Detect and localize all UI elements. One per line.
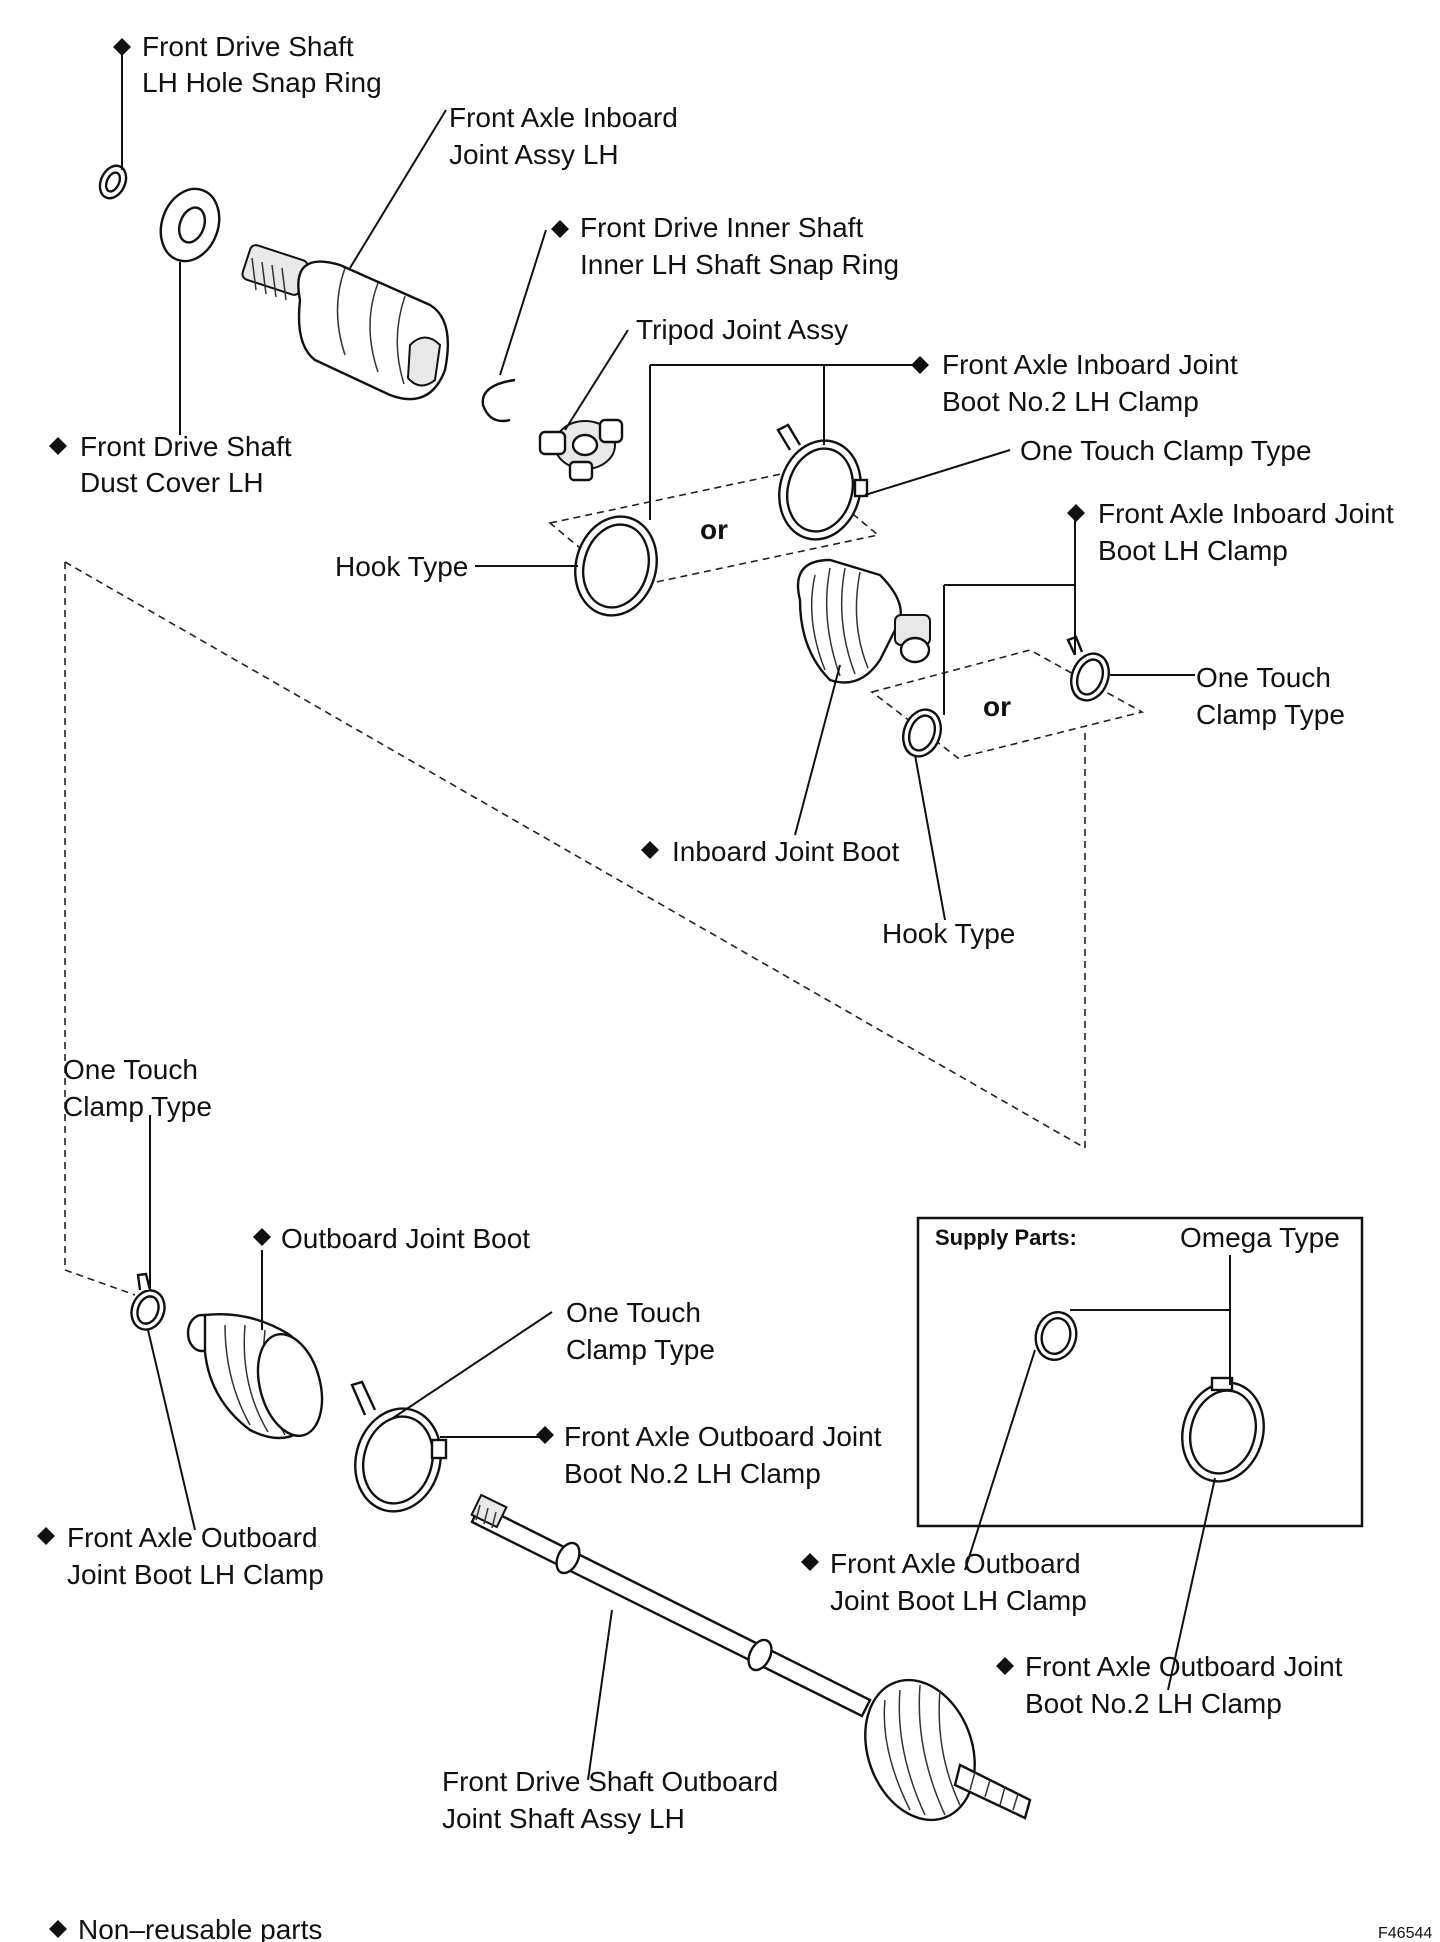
- label-omega-type: Omega Type: [1180, 1222, 1340, 1253]
- one-touch-clamp-outboard: [130, 1272, 166, 1331]
- label-outboard-boot: Outboard Joint Boot: [281, 1223, 530, 1254]
- label-one-touch-1: One Touch Clamp Type: [1020, 435, 1312, 466]
- diamond-icon: [37, 38, 1085, 1938]
- label-inboard-boot: Inboard Joint Boot: [672, 836, 899, 867]
- hole-snap-ring: [98, 164, 128, 200]
- one-touch-clamp-inboard: [1066, 635, 1111, 702]
- label-hook-type-2: Hook Type: [882, 918, 1015, 949]
- label-supply-title: Supply Parts:: [935, 1225, 1077, 1250]
- outboard-shaft-assy: [470, 1493, 1032, 1822]
- inboard-joint-boot: [796, 558, 931, 684]
- one-touch-clamp-inboard-no2: [776, 423, 869, 541]
- hook-type-clamp-inboard-no2: [574, 515, 658, 617]
- label-hook-type-1: Hook Type: [335, 551, 468, 582]
- legend-non-reusable: Non–reusable parts: [78, 1914, 322, 1942]
- dust-cover: [159, 187, 221, 263]
- dashed-group-outline: [64, 561, 1086, 1296]
- label-tripod: Tripod Joint Assy: [636, 314, 848, 345]
- hook-type-clamp-inboard: [901, 708, 943, 758]
- tripod-joint: [538, 418, 624, 482]
- outboard-joint-boot: [186, 1313, 324, 1440]
- supply-parts-box: [916, 1216, 1364, 1691]
- leader-lines: [121, 45, 1195, 1781]
- or-box-inboard-no2: [548, 469, 880, 589]
- inboard-joint-assy: [241, 244, 449, 401]
- one-touch-clamp-outboard-no2: [350, 1380, 448, 1513]
- label-or-2: or: [983, 691, 1011, 722]
- figure-code: F46544: [1378, 1925, 1432, 1942]
- label-or-1: or: [700, 514, 728, 545]
- inner-snap-ring: [481, 378, 516, 423]
